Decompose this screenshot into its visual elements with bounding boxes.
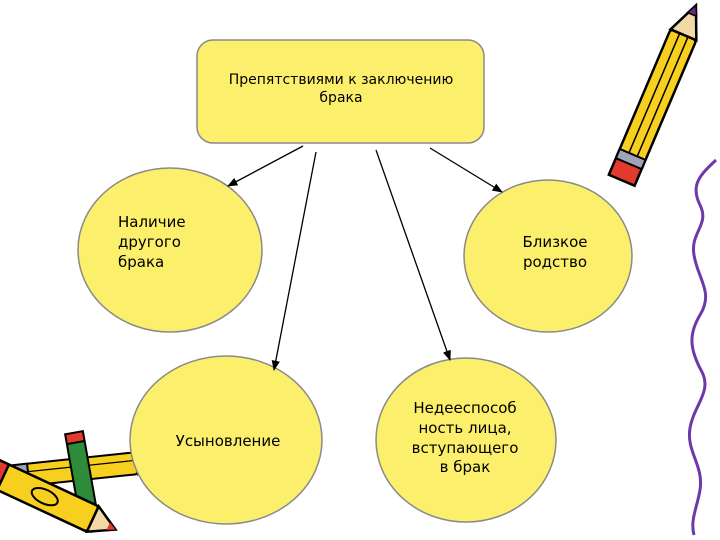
arrow-to-incapacity [376,150,450,360]
close-kinship-label: Близкое родство [500,233,610,273]
adoption-label-line: Усыновление [158,432,298,452]
other-marriage-label-line: другого [118,233,228,253]
close-kinship-label-line: родство [500,253,610,273]
arrow-to-adoption [274,152,316,370]
other-marriage-label-line: Наличие [118,213,228,233]
wavy-line-icon [689,160,716,535]
incapacity-label-line: вступающего [392,439,538,459]
adoption-label: Усыновление [158,432,298,452]
other-marriage-label: Наличие другого брака [118,213,228,272]
root-label-line: брака [210,89,472,107]
arrow-to-other-marriage [228,146,303,186]
other-marriage-label-line: брака [118,253,228,273]
arrow-to-close-kinship [430,148,502,192]
root-label-line: Препятствиями к заключению [210,71,472,89]
incapacity-label-line: Недееспособ [392,399,538,419]
incapacity-label: Недееспособ ность лица, вступающего в бр… [392,399,538,478]
incapacity-label-line: в брак [392,458,538,478]
root-label: Препятствиями к заключению брака [210,71,472,108]
pencil-icon [609,0,709,186]
close-kinship-label-line: Близкое [500,233,610,253]
incapacity-label-line: ность лица, [392,419,538,439]
